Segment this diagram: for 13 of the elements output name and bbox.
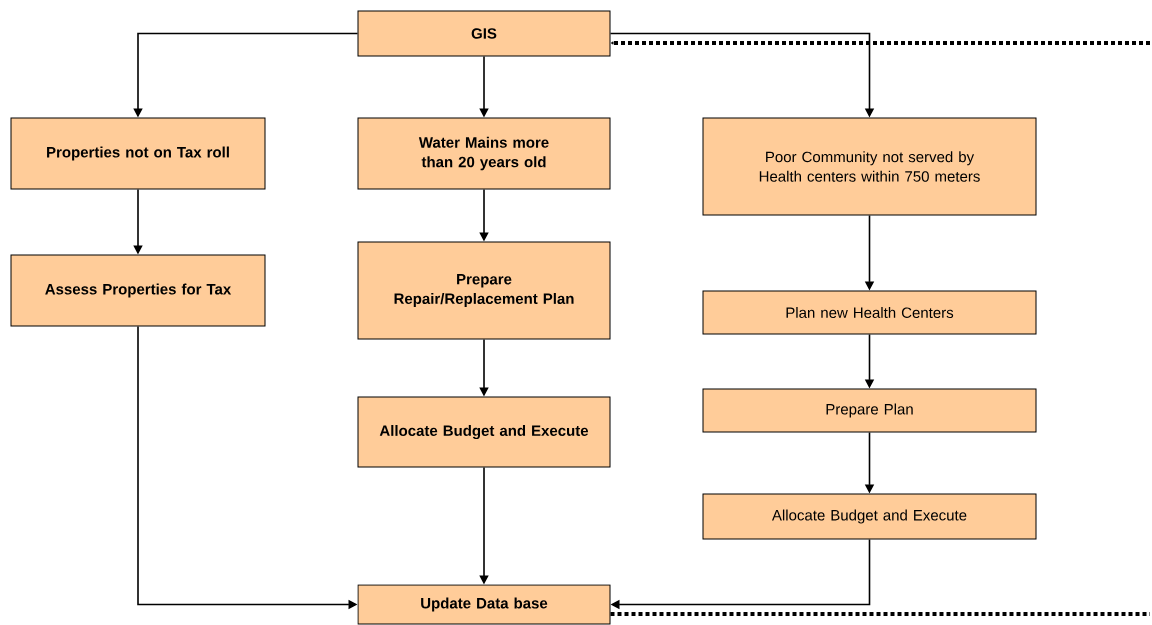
process-box: Water Mains more than 20 years old — [357, 117, 611, 190]
process-box: Update Data base — [357, 584, 611, 625]
process-box: Poor Community not served by Health centers within 750 meters — [702, 117, 1037, 216]
dotted-line — [610, 612, 1150, 616]
process-box: Plan new Health Centers — [702, 290, 1037, 335]
process-box: Prepare Plan — [702, 388, 1037, 433]
process-box: GIS — [357, 10, 611, 57]
process-box: Prepare Repair/Replacement Plan — [357, 241, 611, 340]
process-box: Allocate Budget and Execute — [702, 493, 1037, 540]
process-box: Allocate Budget and Execute — [357, 396, 611, 468]
process-box: Properties not on Tax roll — [10, 117, 266, 190]
dotted-arrow — [610, 41, 1150, 45]
process-box: Assess Properties for Tax — [10, 254, 266, 327]
